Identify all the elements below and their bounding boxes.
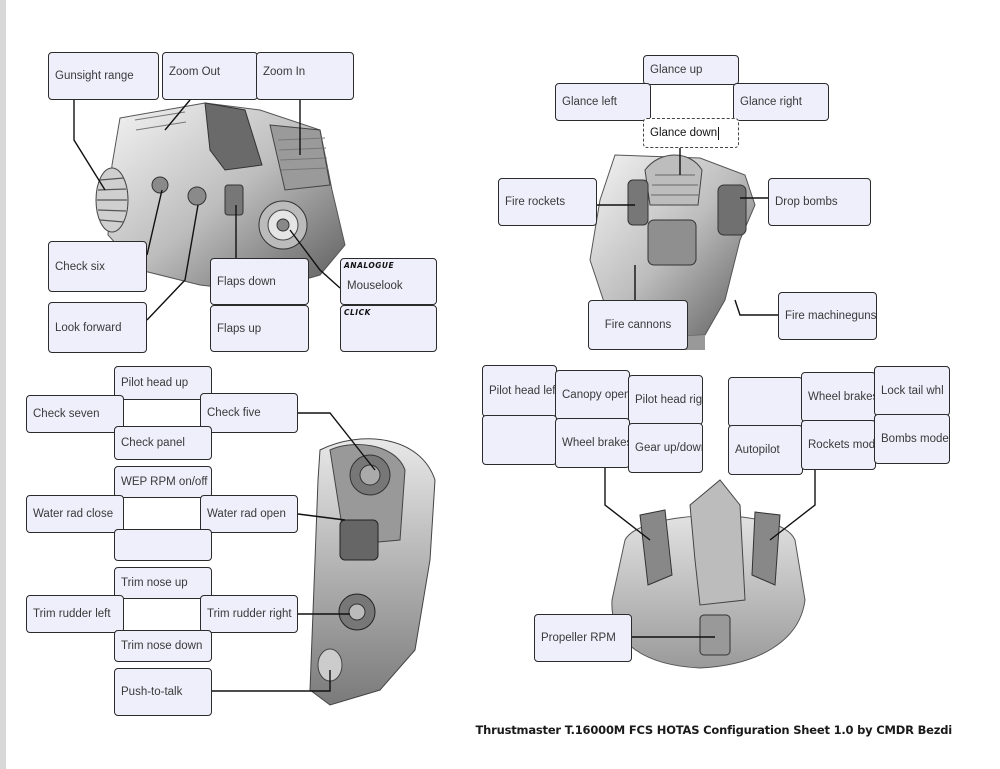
trim-rudder-left-box[interactable]: Trim rudder left [26, 595, 124, 633]
analogue-header: ANALOGUE [344, 261, 395, 270]
glance-down-input[interactable]: Glance down [643, 118, 739, 148]
wep-rpm-box[interactable]: WEP RPM on/off [114, 466, 212, 498]
throttle-top-illustration [95, 102, 346, 293]
look-forward-box[interactable]: Look forward [48, 302, 147, 353]
propeller-rpm-box[interactable]: Propeller RPM [534, 614, 632, 662]
trim-nose-up-box[interactable]: Trim nose up [114, 567, 212, 599]
click-box[interactable] [340, 305, 437, 352]
fire-machineguns-box[interactable]: Fire machineguns [778, 292, 877, 340]
wheel-brakes-right-box[interactable]: Wheel brakes [801, 372, 876, 422]
connector-lines [73, 98, 816, 692]
gunsight-range-box[interactable]: Gunsight range [48, 52, 159, 100]
glance-left-box[interactable]: Glance left [555, 83, 651, 121]
pilot-head-up-box[interactable]: Pilot head up [114, 366, 212, 400]
glance-up-box[interactable]: Glance up [643, 55, 739, 85]
wheel-brakes-left-box[interactable]: Wheel brakes [555, 418, 630, 468]
base-illustration [611, 479, 806, 669]
check-seven-box[interactable]: Check seven [26, 395, 124, 433]
lock-tail-wheel-box[interactable]: Lock tail whl [874, 366, 950, 416]
throttle-side-illustration [309, 438, 436, 706]
pilot-head-left-box[interactable]: Pilot head left [482, 365, 557, 417]
water-rad-close-box[interactable]: Water rad close [26, 495, 124, 533]
trim-rudder-right-box[interactable]: Trim rudder right [200, 595, 298, 633]
check-six-box[interactable]: Check six [48, 241, 147, 292]
flaps-up-box[interactable]: Flaps up [210, 305, 309, 352]
page-edge [0, 0, 6, 769]
zoom-out-box[interactable]: Zoom Out [162, 52, 258, 100]
drop-bombs-box[interactable]: Drop bombs [768, 178, 871, 226]
pilot-head-right-box[interactable]: Pilot head righ [628, 375, 703, 425]
click-header: CLICK [344, 308, 371, 317]
fire-cannons-box[interactable]: Fire cannons [588, 300, 688, 350]
trim-nose-down-box[interactable]: Trim nose down [114, 630, 212, 662]
water-rad-open-box[interactable]: Water rad open [200, 495, 298, 533]
push-to-talk-box[interactable]: Push-to-talk [114, 668, 212, 716]
gear-up-down-box[interactable]: Gear up/down [628, 423, 703, 473]
footer-credit: Thrustmaster T.16000M FCS HOTAS Configur… [475, 723, 953, 737]
text-caret [718, 126, 720, 140]
glance-right-box[interactable]: Glance right [733, 83, 829, 121]
autopilot-box[interactable]: Autopilot [728, 425, 803, 475]
bombs-mode-box[interactable]: Bombs mode [874, 414, 950, 464]
mouselook-box[interactable]: Mouselook [340, 258, 437, 305]
base-right-empty-box[interactable] [728, 377, 803, 427]
glance-down-text: Glance down [650, 127, 718, 139]
rockets-mode-box[interactable]: Rockets mode [801, 420, 876, 470]
check-panel-box[interactable]: Check panel [114, 426, 212, 460]
base-left-empty-box[interactable] [482, 415, 557, 465]
zoom-in-box[interactable]: Zoom In [256, 52, 354, 100]
check-five-box[interactable]: Check five [200, 393, 298, 433]
hat2-down-box[interactable] [114, 529, 212, 561]
fire-rockets-box[interactable]: Fire rockets [498, 178, 597, 226]
flaps-down-box[interactable]: Flaps down [210, 258, 309, 305]
canopy-open-box[interactable]: Canopy open [555, 370, 630, 420]
